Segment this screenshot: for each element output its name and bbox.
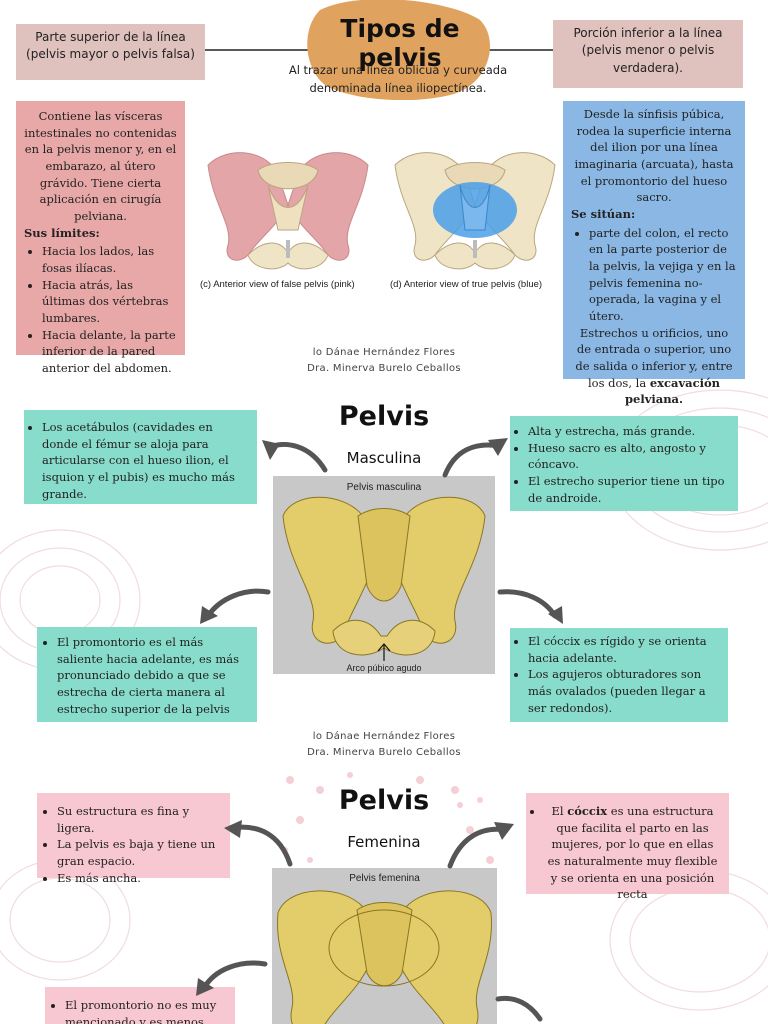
female-pelvis-image: Pelvis femenina bbox=[272, 868, 497, 1024]
list-item: La pelvis es baja y tiene un gran espaci… bbox=[57, 836, 224, 869]
female-pelvis-label: Pelvis femenina bbox=[349, 873, 420, 884]
true-pelvis-situated-title: Se sitúan: bbox=[571, 207, 636, 222]
credits-top: lo Dánae Hernández Flores Dra. Minerva B… bbox=[284, 345, 484, 377]
list-item: Alta y estrecha, más grande. bbox=[528, 423, 730, 440]
credit-line-2: Dra. Minerva Burelo Ceballos bbox=[307, 747, 461, 758]
male-pelvis-image: Pelvis masculina Arco púbico agudo bbox=[273, 476, 495, 674]
male-info-bottom-right: El cóccix es rígido y se orienta hacia a… bbox=[510, 628, 728, 722]
male-pelvis-caption: Arco púbico agudo bbox=[346, 663, 422, 673]
true-pelvis-tag-text: Porción inferior a la línea (pelvis meno… bbox=[573, 26, 723, 75]
female-coccyx-c: es una estructura que facilita el parto … bbox=[547, 804, 718, 902]
male-info-top-right: Alta y estrecha, más grande. Hueso sacro… bbox=[510, 416, 738, 511]
list-item: Su estructura es fina y ligera. bbox=[57, 803, 224, 836]
true-pelvis-outro: Estrechos u orificios, uno de entrada o … bbox=[571, 325, 737, 408]
list-item: Los acetábulos (cavidades en donde el fé… bbox=[42, 419, 249, 502]
false-pelvis-info: Contiene las vísceras intestinales no co… bbox=[16, 101, 185, 375]
female-subtitle: Femenina bbox=[347, 833, 421, 851]
credit-line-1: lo Dánae Hernández Flores bbox=[312, 731, 456, 742]
main-subtitle: Al trazar una línea oblicua y curveada d… bbox=[288, 63, 508, 95]
true-pelvis-situated: parte del colon, el recto en la parte po… bbox=[571, 225, 737, 325]
list-item: Hacia atrás, las últimas dos vértebras l… bbox=[42, 277, 177, 327]
female-info-bottom-left: El promontorio no es muy mencionado y es… bbox=[45, 987, 235, 1024]
male-info-bottom-left: El promontorio es el más saliente hacia … bbox=[37, 627, 257, 722]
male-pelvis-drawing bbox=[282, 496, 486, 661]
true-pelvis-image bbox=[394, 152, 556, 270]
list-item: El promontorio no es muy mencionado y es… bbox=[65, 997, 229, 1024]
list-item: El cóccix es una estructura que facilita… bbox=[544, 803, 721, 903]
false-pelvis-caption: (c) Anterior view of false pelvis (pink) bbox=[200, 279, 355, 290]
true-pelvis-intro: Desde la sínfisis púbica, rodea la super… bbox=[574, 107, 734, 205]
list-item: Los agujeros obturadores son más ovalado… bbox=[528, 666, 720, 716]
true-pelvis-info: Desde la sínfisis púbica, rodea la super… bbox=[563, 101, 745, 406]
true-pelvis-caption: (d) Anterior view of true pelvis (blue) bbox=[390, 279, 543, 290]
list-item: Hacia delante, la parte inferior de la p… bbox=[42, 327, 177, 377]
true-pelvis-tag: Porción inferior a la línea (pelvis meno… bbox=[553, 20, 743, 88]
false-pelvis-image bbox=[207, 152, 369, 270]
female-info-top-left: Su estructura es fina y ligera. La pelvi… bbox=[37, 793, 230, 885]
false-pelvis-tag-text: Parte superior de la línea (pelvis mayor… bbox=[26, 30, 195, 62]
credit-line-1: lo Dánae Hernández Flores bbox=[312, 347, 456, 358]
list-item: Hueso sacro es alto, angosto y cóncavo. bbox=[528, 440, 730, 473]
list-item: El promontorio es el más saliente hacia … bbox=[57, 634, 249, 717]
female-title: Pelvis bbox=[338, 785, 430, 816]
female-coccyx-a: El bbox=[551, 804, 568, 818]
false-pelvis-tag: Parte superior de la línea (pelvis mayor… bbox=[16, 24, 205, 80]
male-title: Pelvis bbox=[338, 401, 430, 432]
female-coccyx-bold: cóccix bbox=[567, 804, 608, 818]
female-info-top-right: El cóccix es una estructura que facilita… bbox=[526, 793, 729, 901]
list-item: El estrecho superior tiene un tipo de an… bbox=[528, 473, 730, 506]
false-pelvis-limits-title: Sus límites: bbox=[24, 225, 100, 240]
true-pelvis-outro-bold: excavación pelviana. bbox=[624, 375, 721, 407]
list-item: Hacia los lados, las fosas ilíacas. bbox=[42, 243, 177, 276]
list-item: Es más ancha. bbox=[57, 870, 224, 887]
list-item: parte del colon, el recto en la parte po… bbox=[589, 225, 737, 325]
male-subtitle: Masculina bbox=[346, 449, 422, 467]
main-title: Tipos de pelvis bbox=[340, 14, 460, 72]
male-info-top-left: Los acetábulos (cavidades en donde el fé… bbox=[24, 410, 257, 504]
false-pelvis-intro: Contiene las vísceras intestinales no co… bbox=[24, 109, 177, 224]
female-pelvis-drawing bbox=[277, 890, 492, 1024]
credit-line-2: Dra. Minerva Burelo Ceballos bbox=[307, 363, 461, 374]
male-pelvis-label: Pelvis masculina bbox=[346, 482, 422, 493]
true-pelvis-outro-text: Estrechos u orificios, uno de entrada o … bbox=[575, 325, 733, 390]
list-item: El cóccix es rígido y se orienta hacia a… bbox=[528, 633, 720, 666]
credits-middle: lo Dánae Hernández Flores Dra. Minerva B… bbox=[284, 729, 484, 761]
false-pelvis-limits: Hacia los lados, las fosas ilíacas. Haci… bbox=[24, 243, 177, 376]
